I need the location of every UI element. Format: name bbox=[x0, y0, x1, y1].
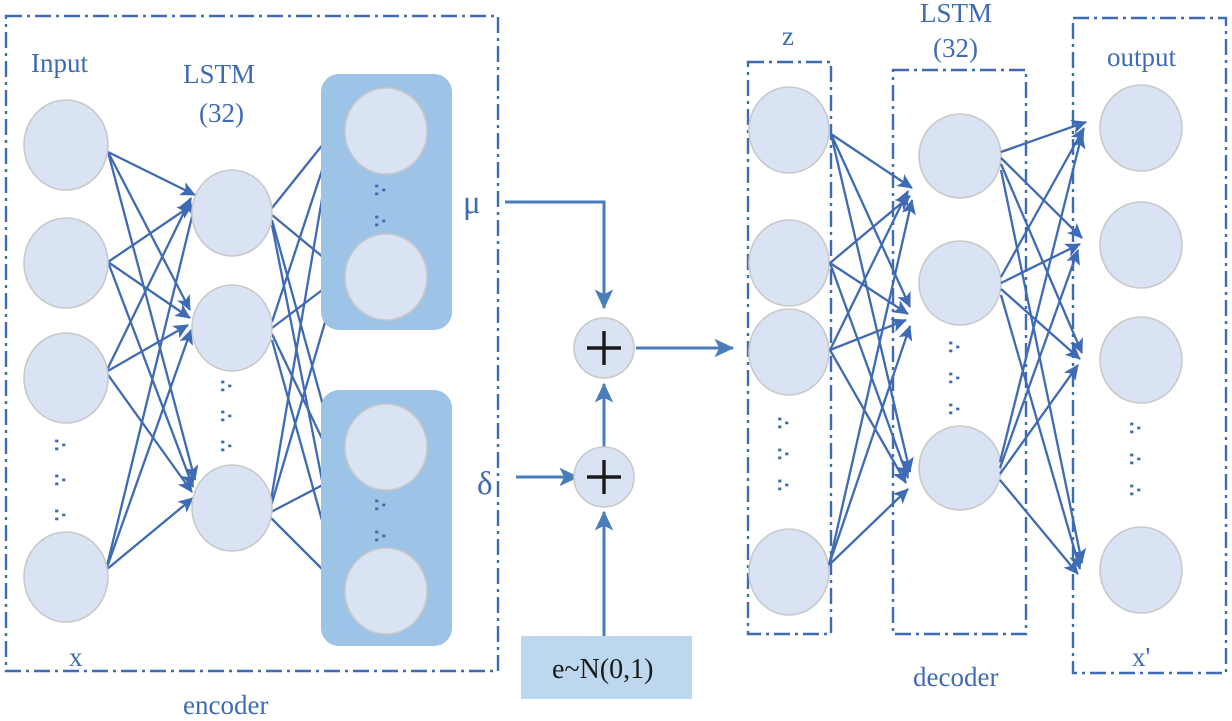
decoder-caption: decoder bbox=[913, 662, 998, 692]
output-node-3 bbox=[1099, 316, 1183, 404]
ellipsis-dot-icon: ∵ bbox=[945, 403, 966, 415]
ellipsis-dot-icon: ∵ bbox=[1126, 422, 1147, 434]
noise-distribution-box bbox=[521, 636, 692, 699]
delta-node-2 bbox=[344, 547, 428, 635]
sampling-flow bbox=[505, 200, 735, 636]
input-node-3 bbox=[23, 332, 109, 424]
decoder-lstm-label-line2: (32) bbox=[933, 33, 978, 63]
x-prime-caption: x' bbox=[1132, 642, 1150, 672]
mu-layer-nodes bbox=[344, 87, 428, 321]
output-layer-ellipsis: ∵ ∵ ∵ bbox=[1126, 422, 1147, 496]
ellipsis-dot-icon: ∵ bbox=[774, 417, 795, 429]
mu-node-2 bbox=[344, 233, 428, 321]
ellipsis-dot-icon: ∵ bbox=[945, 372, 966, 384]
delta-node-1 bbox=[344, 403, 428, 491]
mu-label: μ bbox=[463, 185, 481, 221]
z-node-3 bbox=[748, 308, 830, 396]
z-layer-nodes bbox=[748, 86, 830, 616]
ellipsis-dot-icon: ∵ bbox=[1126, 484, 1147, 496]
input-node-2 bbox=[23, 217, 109, 309]
input-node-1 bbox=[23, 99, 109, 191]
encoder-lstm-node-1 bbox=[191, 169, 273, 257]
z-node-1 bbox=[748, 86, 830, 174]
ellipsis-dot-icon: ∵ bbox=[774, 448, 795, 460]
decoder-lstm-node-3 bbox=[918, 425, 1002, 511]
ellipsis-dot-icon: ∵ bbox=[774, 479, 795, 491]
adder-noise bbox=[573, 446, 635, 508]
edges-decoder-lstm-to-output bbox=[998, 120, 1087, 575]
ellipsis-dot-icon: ∵ bbox=[371, 215, 392, 227]
adder-mu bbox=[573, 317, 635, 379]
z-layer-ellipsis: ∵ ∵ ∵ bbox=[774, 417, 795, 491]
decoder-lstm-ellipsis: ∵ ∵ ∵ bbox=[945, 341, 966, 415]
edges-input-to-encoder-lstm bbox=[104, 150, 200, 571]
encoder-lstm-label-line1: LSTM bbox=[183, 59, 255, 89]
x-caption: x bbox=[69, 642, 83, 672]
encoder-lstm-node-2 bbox=[191, 284, 273, 372]
input-layer-ellipsis: ∵ ∵ ∵ bbox=[51, 439, 72, 521]
encoder-lstm-nodes bbox=[191, 169, 273, 552]
z-node-2 bbox=[748, 219, 830, 307]
ellipsis-dot-icon: ∵ bbox=[945, 341, 966, 353]
ellipsis-dot-icon: ∵ bbox=[217, 380, 238, 392]
output-boundary-box bbox=[1071, 16, 1228, 675]
input-layer-label: Input bbox=[31, 48, 88, 78]
edges-z-to-decoder-lstm bbox=[827, 133, 916, 566]
encoder-lstm-node-3 bbox=[191, 464, 273, 552]
encoder-lstm-label-line2: (32) bbox=[199, 98, 244, 128]
mu-node-1 bbox=[344, 87, 428, 175]
output-node-2 bbox=[1099, 201, 1183, 289]
input-node-4 bbox=[23, 531, 109, 623]
ellipsis-dot-icon: ∵ bbox=[1126, 453, 1147, 465]
ellipsis-dot-icon: ∵ bbox=[217, 410, 238, 422]
encoder-boundary-box bbox=[4, 14, 500, 673]
output-label: output bbox=[1107, 42, 1177, 72]
delta-layer-nodes bbox=[344, 403, 428, 635]
ellipsis-dot-icon: ∵ bbox=[217, 440, 238, 452]
encoder-caption: encoder bbox=[183, 690, 268, 720]
ellipsis-dot-icon: ∵ bbox=[51, 509, 72, 521]
noise-distribution-label: e~N(0,1) bbox=[552, 654, 653, 685]
delta-layer-ellipsis: ∵ ∵ bbox=[371, 499, 392, 542]
mu-layer-ellipsis: ∵ ∵ bbox=[371, 184, 392, 227]
decoder-lstm-nodes bbox=[918, 113, 1002, 511]
encoder-lstm-ellipsis: ∵ ∵ ∵ bbox=[217, 380, 238, 452]
ellipsis-dot-icon: ∵ bbox=[371, 499, 392, 511]
decoder-lstm-boundary-box bbox=[891, 68, 1028, 636]
decoder-lstm-label-line1: LSTM bbox=[920, 0, 992, 28]
output-node-4 bbox=[1099, 526, 1183, 614]
ellipsis-dot-icon: ∵ bbox=[51, 474, 72, 486]
decoder-lstm-node-2 bbox=[918, 240, 1002, 326]
output-node-1 bbox=[1099, 84, 1183, 172]
output-layer-nodes bbox=[1099, 84, 1183, 614]
ellipsis-dot-icon: ∵ bbox=[371, 530, 392, 542]
mu-to-adder-path bbox=[505, 200, 614, 310]
z-label: z bbox=[782, 21, 794, 51]
decoder-lstm-node-1 bbox=[918, 113, 1002, 199]
input-layer-nodes bbox=[23, 99, 109, 623]
ellipsis-dot-icon: ∵ bbox=[371, 184, 392, 196]
delta-label: δ bbox=[477, 466, 493, 502]
z-node-4 bbox=[748, 528, 830, 616]
ellipsis-dot-icon: ∵ bbox=[51, 439, 72, 451]
